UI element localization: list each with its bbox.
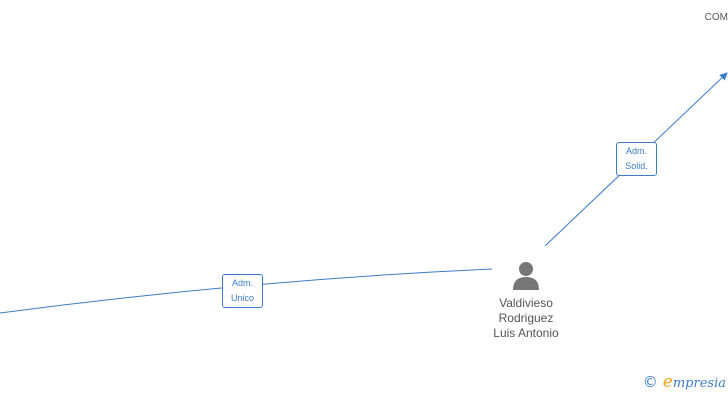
brand-rest: mpresia — [672, 376, 726, 391]
edge-label-adm-unico[interactable]: Adm. Unico — [222, 274, 263, 308]
company-node-label[interactable]: COM — [704, 12, 728, 23]
person-name-line: Rodriguez — [498, 311, 554, 325]
edge-label-line: Adm. — [231, 278, 253, 288]
brand-logo: empresia — [663, 372, 726, 392]
edge-label-adm-solid[interactable]: Adm. Solid. — [616, 142, 657, 176]
brand-initial: e — [662, 372, 673, 392]
copyright-icon: © — [642, 372, 658, 391]
person-icon — [513, 262, 539, 290]
person-name: Valdivieso Rodriguez Luis Antonio — [478, 296, 574, 341]
person-node[interactable]: Valdivieso Rodriguez Luis Antonio — [478, 260, 574, 341]
edge-label-line: Solid. — [625, 161, 648, 171]
edge-label-line: Adm. — [625, 146, 647, 156]
edge-label-line: Unico — [230, 293, 254, 303]
brand-watermark: © empresia — [643, 372, 726, 392]
person-name-line: Valdivieso — [499, 296, 553, 310]
person-name-line: Luis Antonio — [493, 326, 559, 340]
